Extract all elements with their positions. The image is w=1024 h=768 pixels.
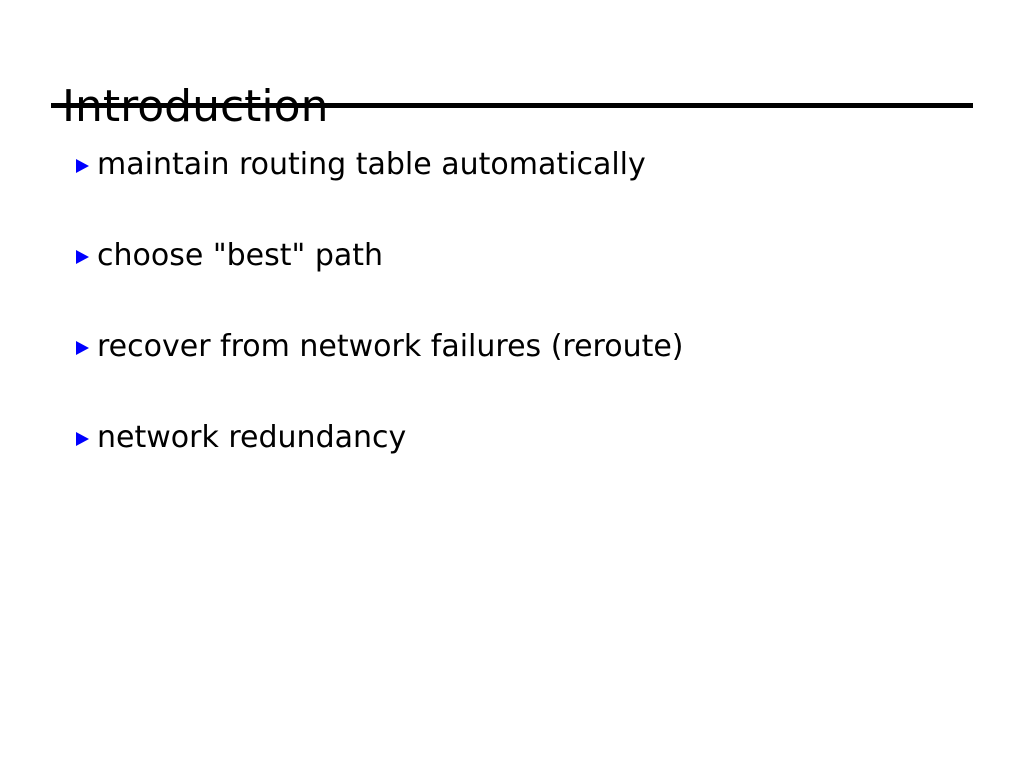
list-item-label: network redundancy: [97, 420, 407, 455]
triangle-right-icon: [76, 432, 89, 446]
title-divider: [51, 103, 973, 108]
list-item: maintain routing table automatically: [0, 148, 1024, 239]
bullet-list: maintain routing table automatically cho…: [0, 148, 1024, 512]
list-item-label: choose "best" path: [97, 238, 384, 273]
list-item-label: recover from network failures (reroute): [97, 329, 684, 364]
list-item: recover from network failures (reroute): [0, 330, 1024, 421]
triangle-right-icon: [76, 341, 89, 355]
triangle-right-icon: [76, 159, 89, 173]
list-item: choose "best" path: [0, 239, 1024, 330]
triangle-right-icon: [76, 250, 89, 264]
list-item: network redundancy: [0, 421, 1024, 512]
list-item-label: maintain routing table automatically: [97, 147, 646, 182]
